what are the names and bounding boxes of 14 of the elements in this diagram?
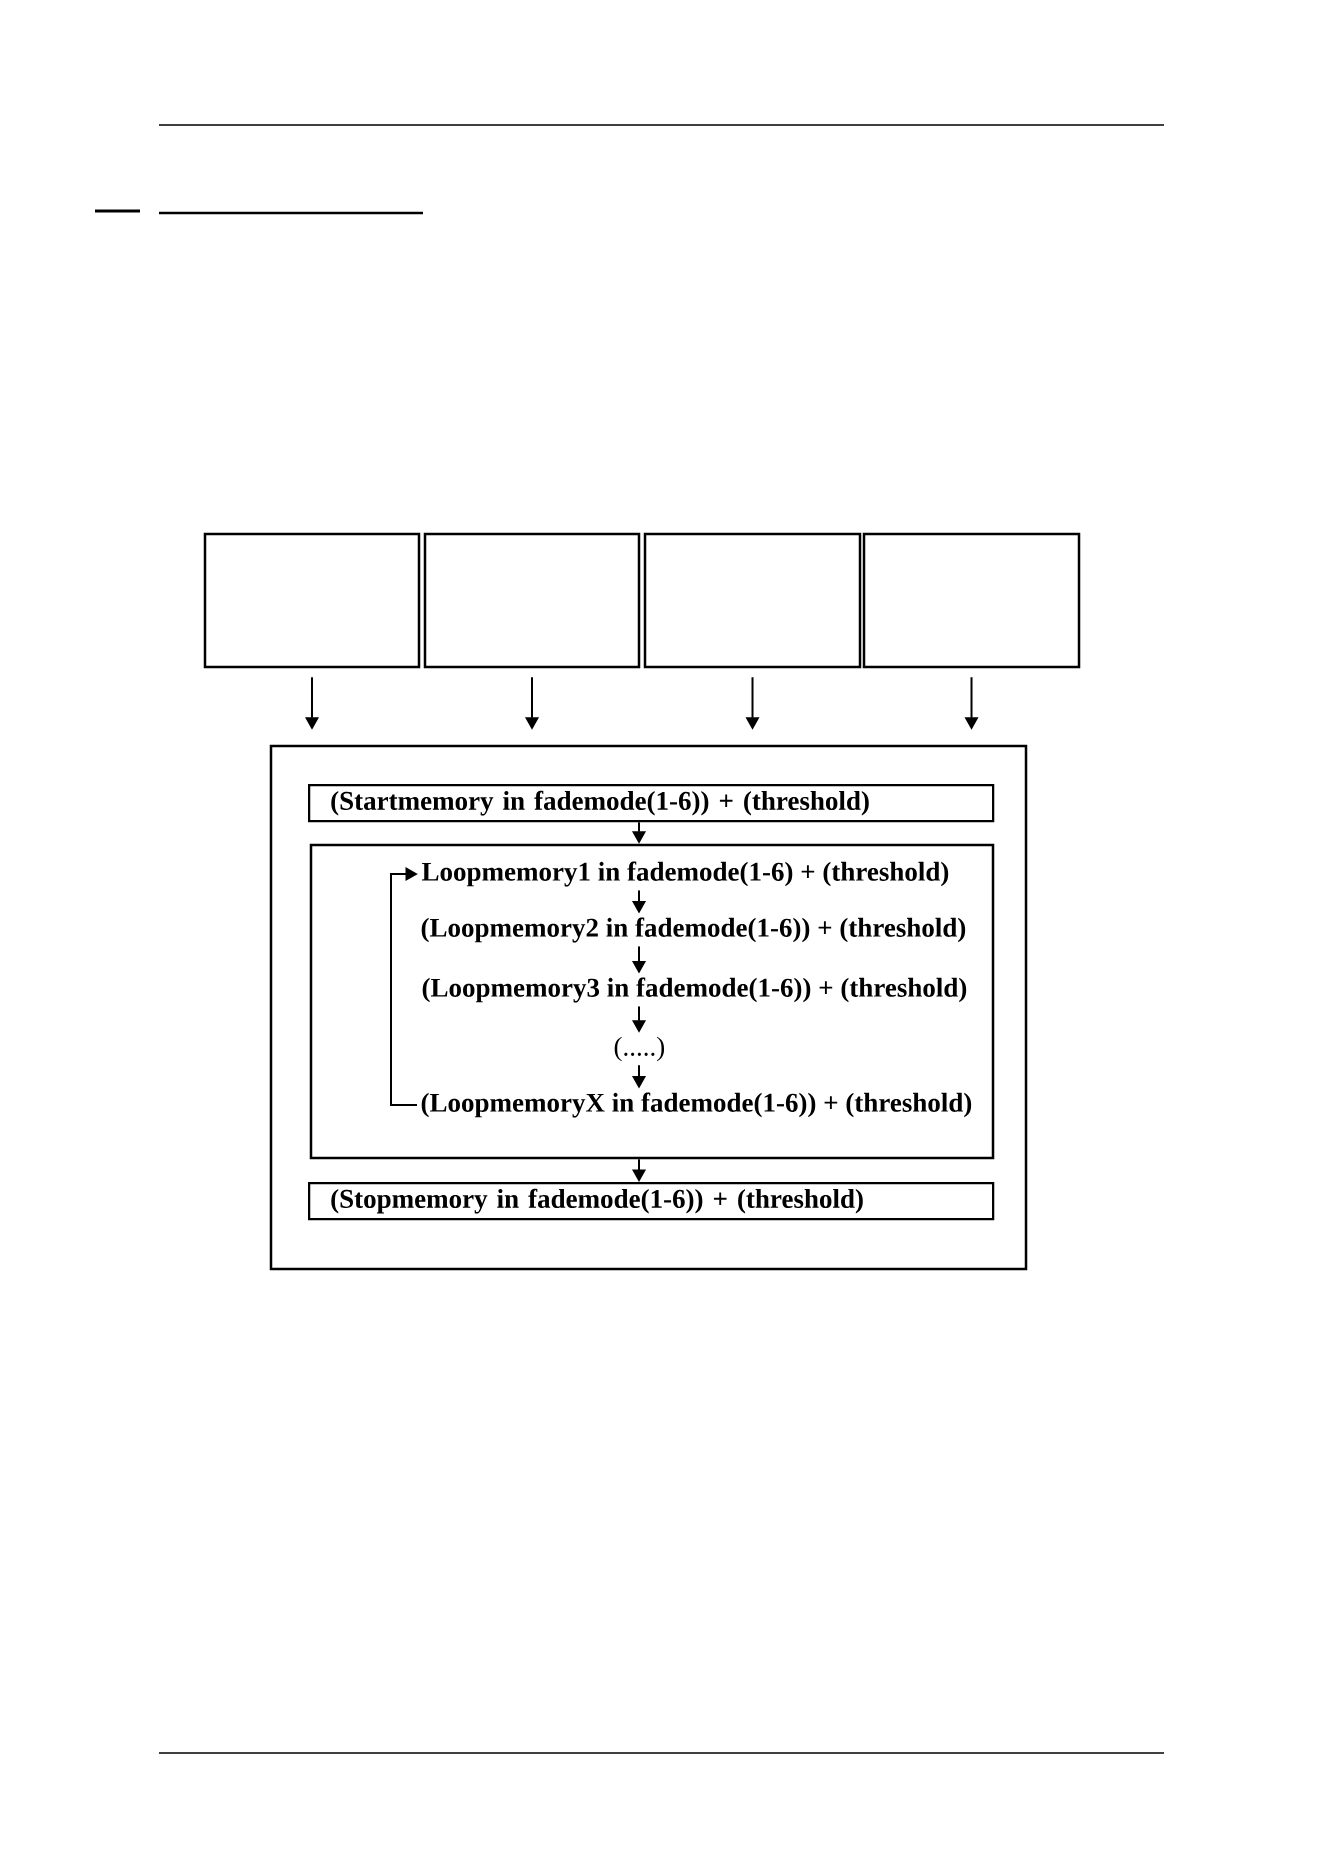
process-box: (Startmemory in fademode(1-6)) + (threshold) [308, 784, 995, 823]
step-text: (Loopmemory2 in fademode(1-6)) + (threshold) [421, 917, 966, 943]
step-text: (Loopmemory3 in fademode(1-6)) + (threshold) [422, 977, 967, 1003]
ellipsis-text: (.....) [614, 1036, 665, 1062]
loop-box [309, 843, 995, 1160]
empty-box [862, 532, 1081, 669]
step-text: Loopmemory1 in fademode(1-6) + (threshold) [422, 861, 949, 887]
step-text: (LoopmemoryX in fademode(1-6)) + (threshold) [421, 1092, 972, 1118]
empty-box [203, 532, 421, 669]
empty-box [643, 532, 862, 669]
loop-back-arrow [390, 867, 418, 1106]
process-box: (Stopmemory in fademode(1-6)) + (threshold) [308, 1182, 995, 1221]
frame-box [269, 744, 1028, 1271]
empty-box [423, 532, 641, 669]
